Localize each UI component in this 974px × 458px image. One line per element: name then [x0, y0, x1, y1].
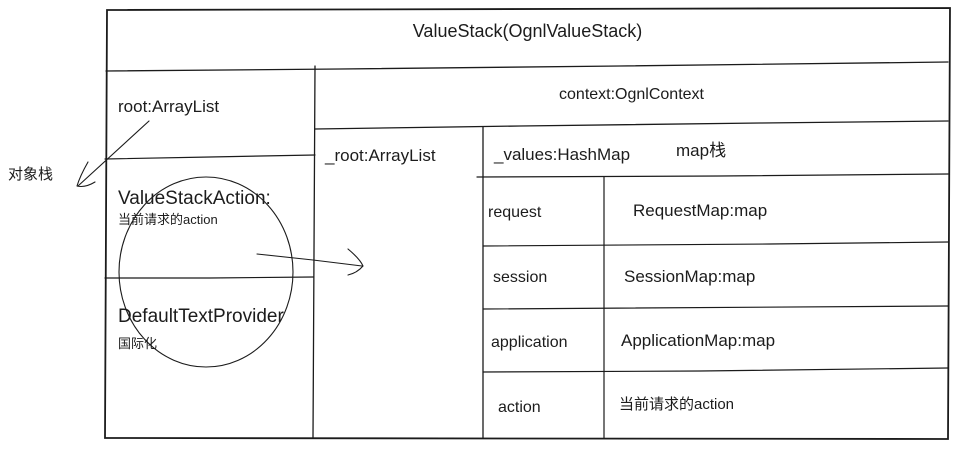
- row-key-action: action: [498, 399, 541, 416]
- context-header-divider-line: [314, 120, 949, 130]
- row-divider-request-session: [482, 241, 949, 247]
- root-link-arrow-shaft: [256, 253, 363, 267]
- left-column-divider-line: [312, 65, 316, 439]
- stack-items-divider-line: [104, 276, 314, 279]
- values-header-divider-line: [476, 173, 949, 178]
- root-cell-divider-line: [104, 154, 316, 160]
- root-cell-label: _root:ArrayList: [325, 146, 436, 165]
- object-stack-ellipse: [118, 176, 294, 368]
- outer-box: [104, 7, 951, 440]
- row-value-application: ApplicationMap:map: [621, 331, 776, 350]
- object-stack-arrow-head: [76, 161, 96, 188]
- row-divider-application-action: [482, 367, 949, 373]
- defaulttextprovider-note: 国际化: [118, 336, 158, 351]
- object-stack-arrow-shaft: [77, 120, 150, 187]
- valuestackaction-label: ValueStackAction:: [118, 188, 271, 209]
- defaulttextprovider-label: DefaultTextProvider: [118, 306, 284, 327]
- values-hashmap-label: _values:HashMap: [494, 145, 631, 164]
- diagram-title: ValueStack(OgnlValueStack): [412, 21, 643, 41]
- map-stack-note-label: map栈: [676, 141, 727, 160]
- context-header-label: context:OgnlContext: [559, 86, 704, 103]
- root-link-arrow-head: [347, 248, 364, 276]
- row-value-session: SessionMap:map: [624, 267, 756, 286]
- root-arraylist-label: root:ArrayList: [118, 97, 220, 116]
- row-key-session: session: [493, 269, 548, 286]
- row-key-request: request: [488, 204, 542, 221]
- object-stack-label: 对象栈: [8, 166, 54, 183]
- valuestackaction-note: 当前请求的action: [118, 212, 218, 227]
- title-divider-line: [105, 61, 949, 72]
- row-divider-session-application: [482, 305, 949, 310]
- row-value-request: RequestMap:map: [633, 201, 768, 220]
- row-value-action: 当前请求的action: [619, 396, 735, 413]
- row-key-application: application: [491, 334, 568, 351]
